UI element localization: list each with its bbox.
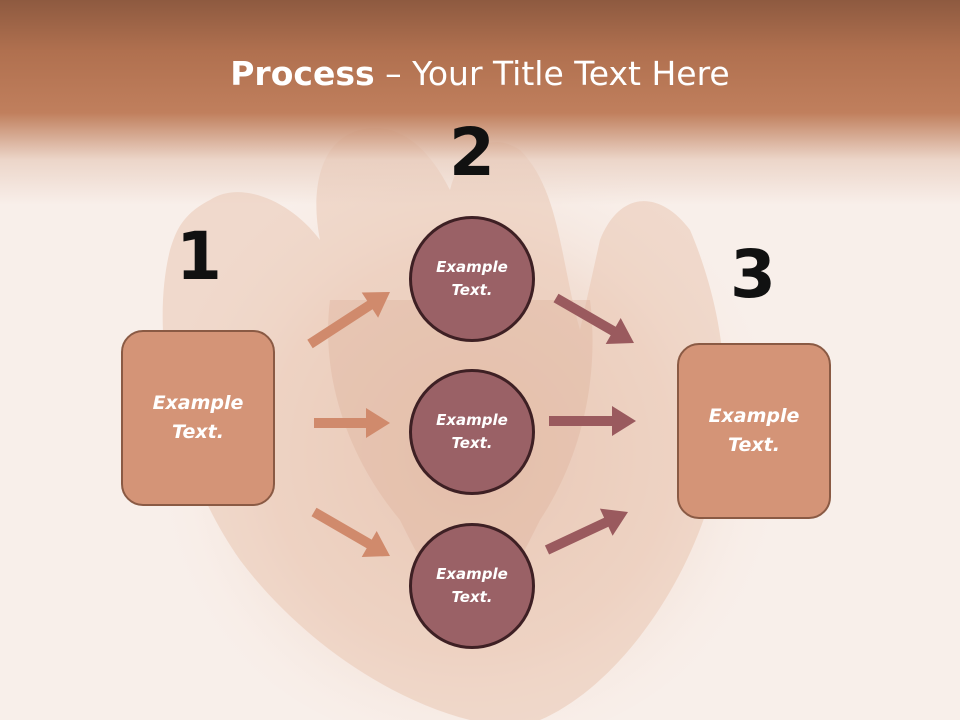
- arrow-1-to-2-bottom: [311, 507, 390, 557]
- slide-title: Process – Your Title Text Here: [0, 52, 960, 96]
- step-number-2: 2: [449, 114, 495, 191]
- step-2-text-top: Example Text.: [436, 258, 508, 299]
- title-bold: Process: [230, 54, 375, 93]
- arrow-1-to-2-top: [307, 292, 390, 349]
- step-2-text-bottom: Example Text.: [436, 565, 508, 606]
- step-number-1: 1: [176, 218, 222, 295]
- step-1-text: Example Text.: [152, 392, 244, 443]
- arrow-2-middle-to-3: [549, 406, 636, 436]
- step-1-box[interactable]: Example Text.: [121, 330, 275, 506]
- step-2-circle-bottom[interactable]: Example Text.: [409, 523, 535, 649]
- step-3-text: Example Text.: [708, 405, 800, 456]
- title-rest: – Your Title Text Here: [374, 54, 730, 93]
- title-bar: [0, 0, 960, 205]
- arrow-2-top-to-3: [553, 293, 634, 344]
- arrow-1-to-2-middle: [314, 408, 390, 438]
- step-number-3: 3: [730, 236, 776, 313]
- step-2-text-middle: Example Text.: [436, 411, 508, 452]
- step-2-circle-middle[interactable]: Example Text.: [409, 369, 535, 495]
- arrow-2-bottom-to-3: [544, 508, 628, 555]
- step-3-box[interactable]: Example Text.: [677, 343, 831, 519]
- step-2-circle-top[interactable]: Example Text.: [409, 216, 535, 342]
